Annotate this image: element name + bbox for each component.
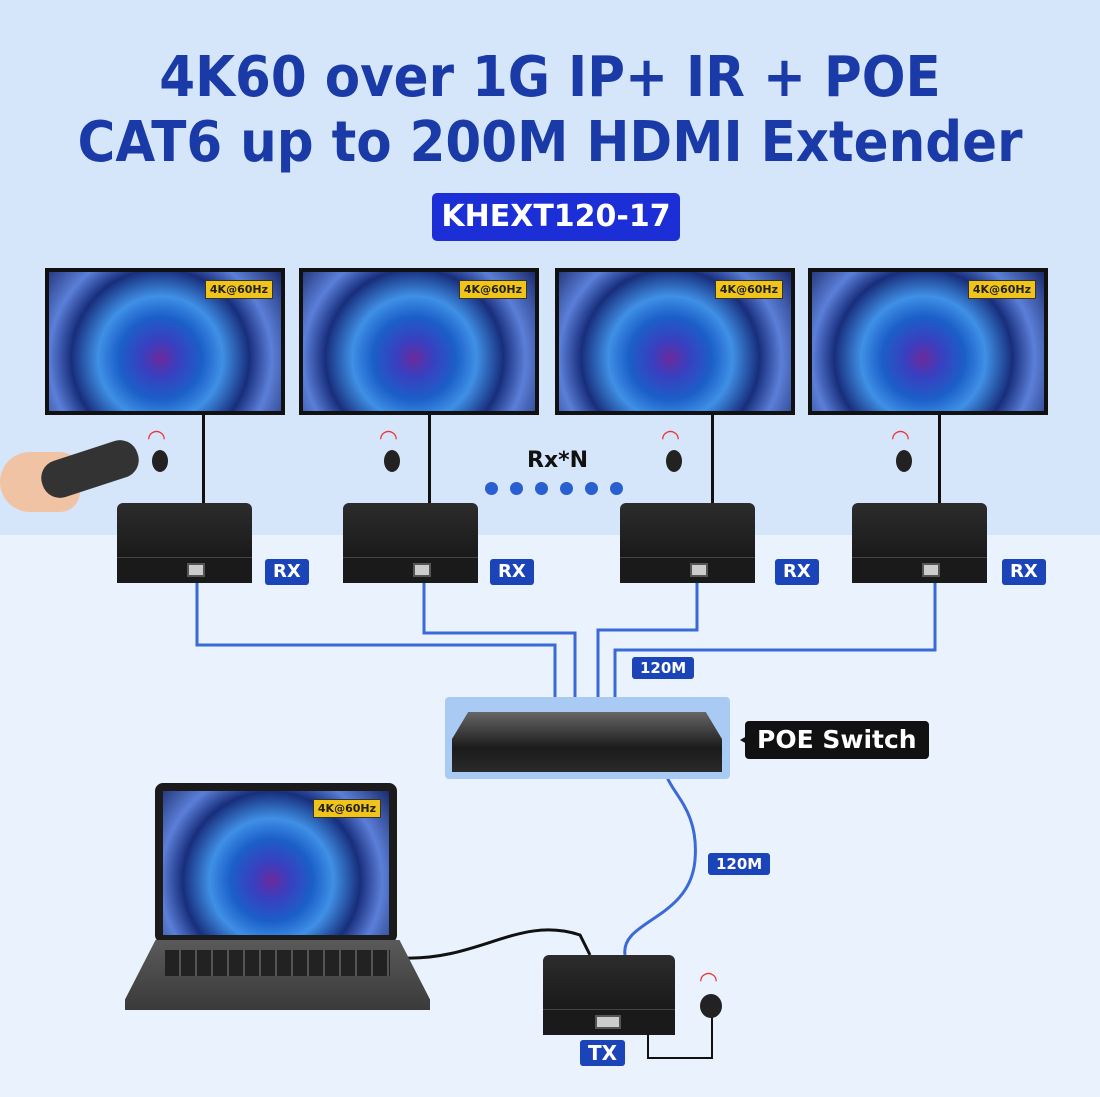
rx-tag-2: RX [490, 559, 534, 585]
monitor-3: 4K@60Hz [555, 268, 795, 415]
model-badge: KHEXT120-17 [432, 193, 680, 241]
laptop: 4K@60Hz [155, 783, 397, 943]
ir-signal-icon: ◠ [700, 968, 717, 993]
laptop-keys [165, 950, 390, 976]
ir-signal-icon: ◠ [892, 426, 909, 451]
resolution-badge: 4K@60Hz [458, 280, 527, 299]
ir-signal-icon: ◠ [662, 426, 679, 451]
monitor-2: 4K@60Hz [299, 268, 539, 415]
ir-signal-icon: ◠ [148, 426, 165, 451]
cable-rx1 [195, 580, 557, 700]
cable-rx2 [422, 580, 577, 700]
title-line-1: 4K60 over 1G IP+ IR + POE [159, 45, 941, 110]
hdmi-cable-2 [428, 414, 431, 504]
cable-rx3 [596, 580, 699, 700]
poe-switch [452, 712, 722, 772]
resolution-badge: 4K@60Hz [312, 799, 381, 818]
ir-receiver-icon [666, 450, 682, 472]
ir-receiver-icon [384, 450, 400, 472]
title-line-2: CAT6 up to 200M HDMI Extender [77, 110, 1023, 175]
rx-device-3 [620, 503, 755, 583]
tx-device [543, 955, 675, 1035]
rx-count-label: Rx*N [527, 448, 589, 473]
ir-receiver-icon [896, 450, 912, 472]
rx-tag-1: RX [265, 559, 309, 585]
hdmi-cable-1 [202, 414, 205, 504]
resolution-badge: 4K@60Hz [204, 280, 273, 299]
tx-tag: TX [580, 1040, 626, 1066]
more-receivers-dots [485, 482, 623, 495]
cable-tx [623, 759, 697, 956]
cable-length-rx: 120M [632, 657, 695, 679]
cable-rx4 [613, 580, 937, 700]
ir-signal-icon: ◠ [380, 426, 397, 451]
rx-device-4 [852, 503, 987, 583]
rx-device-2 [343, 503, 478, 583]
hdmi-cable-3 [711, 414, 714, 504]
hdmi-cable-4 [938, 414, 941, 504]
rx-tag-3: RX [775, 559, 819, 585]
ir-receiver-icon [152, 450, 168, 472]
poe-switch-label: POE Switch [740, 721, 929, 759]
rx-device-1 [117, 503, 252, 583]
rx-tag-4: RX [1002, 559, 1046, 585]
hdmi-cable [404, 928, 592, 960]
top-background [0, 0, 1100, 535]
ir-emitter-icon [700, 994, 722, 1018]
monitor-4: 4K@60Hz [808, 268, 1048, 415]
resolution-badge: 4K@60Hz [714, 280, 783, 299]
ir-cable [647, 1012, 713, 1059]
resolution-badge: 4K@60Hz [967, 280, 1036, 299]
cable-length-tx: 120M [708, 853, 771, 875]
monitor-1: 4K@60Hz [45, 268, 285, 415]
